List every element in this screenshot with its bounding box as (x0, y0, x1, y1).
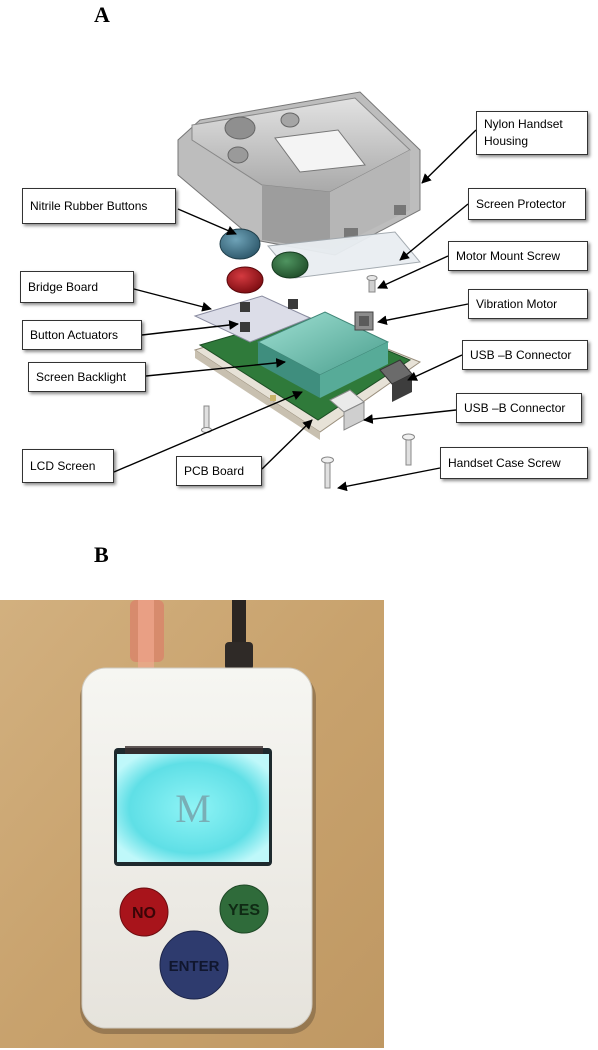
label-usb-b-connector-1: USB –B Connector (462, 340, 588, 370)
button-yes-label: YES (228, 902, 260, 919)
leader-screen-protector (399, 203, 469, 261)
leader-lines (113, 129, 477, 492)
button-no-label: NO (132, 905, 156, 922)
leader-button-actuators (141, 320, 239, 336)
label-button-actuators: Button Actuators (22, 320, 142, 350)
panel-letter-a: A (94, 2, 110, 27)
label-handset-case-screw: Handset Case Screw (440, 447, 588, 479)
button-enter-label: ENTER (169, 958, 220, 975)
leader-usb-b-1 (407, 354, 463, 381)
leader-screen-backlight (145, 358, 286, 377)
leader-bridge-board (133, 288, 212, 312)
label-vibration-motor: Vibration Motor (468, 289, 588, 319)
leader-pcb-board (261, 419, 313, 470)
button-yes[interactable]: YES (219, 884, 269, 934)
cables (130, 600, 253, 674)
leader-case-screw (337, 467, 441, 492)
leader-lcd-screen (113, 390, 303, 473)
leader-usb-b-2 (363, 409, 457, 424)
screen-text: M (175, 786, 211, 831)
button-enter[interactable]: ENTER (159, 930, 229, 1000)
label-pcb-board: PCB Board (176, 456, 262, 486)
panel-letter-b: B (94, 542, 109, 567)
label-nylon-handset-housing: Nylon Handset Housing (476, 111, 588, 155)
leader-housing (421, 129, 477, 184)
label-screen-protector: Screen Protector (468, 188, 586, 220)
usb-b-connector-shape (329, 359, 413, 431)
label-lcd-screen: LCD Screen (22, 449, 114, 483)
bridge-board-shape (193, 295, 312, 343)
device-photo: M NO YES ENTER (0, 600, 384, 1048)
leader-motor-screw (377, 255, 449, 289)
button-actuators-shape (240, 299, 298, 332)
handset-case-screws-shape (201, 405, 415, 489)
lcd-screen (117, 754, 269, 862)
vibration-motor-shape (354, 311, 374, 331)
button-no[interactable]: NO (119, 887, 169, 937)
motor-mount-screw-shape (366, 275, 378, 293)
leader-vibration-motor (377, 303, 469, 326)
nitrile-buttons-shape (219, 228, 309, 294)
label-motor-mount-screw: Motor Mount Screw (448, 241, 588, 271)
label-nitrile-rubber-buttons: Nitrile Rubber Buttons (22, 188, 176, 224)
label-bridge-board: Bridge Board (20, 271, 134, 303)
exploded-view-diagram (113, 91, 477, 492)
leader-buttons (177, 208, 237, 236)
nylon-housing-shape (177, 91, 421, 256)
label-screen-backlight: Screen Backlight (28, 362, 146, 392)
label-usb-b-connector-2: USB –B Connector (456, 393, 582, 423)
